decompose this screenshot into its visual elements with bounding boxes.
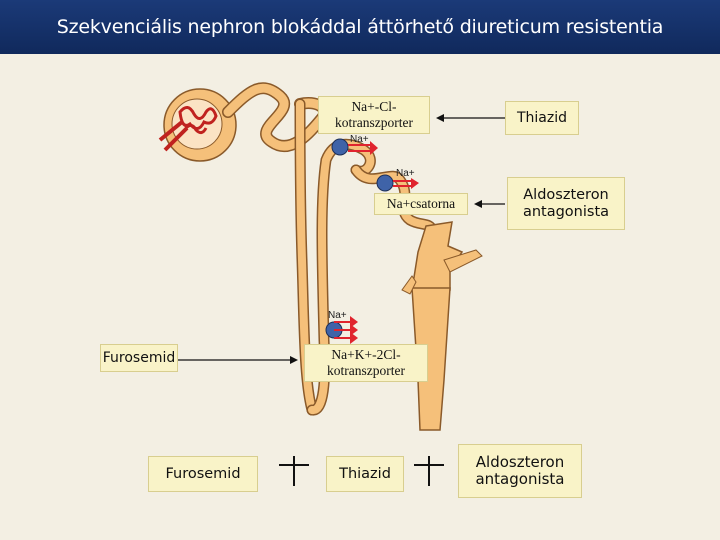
na-channel-transporter: Na+ [376,168,419,192]
title-text: Szekvenciális nephron blokáddal áttörhet… [56,16,664,38]
nacl-line2: kotranszporter [335,115,413,130]
furosemid-bottom-box: Furosemid [148,456,258,492]
aldosteron-bottom-line2: antagonista [475,470,565,488]
nkcc-cotransporter-box: Na+K+-2Cl- kotranszporter [304,344,428,382]
furosemid-bottom-label: Furosemid [165,465,241,482]
plus-icon-1 [279,456,309,486]
furosemid-left-box: Furosemid [100,344,178,372]
na-label-top: Na+ [350,134,369,145]
nkcc-transporter: Na+ [325,310,358,344]
aldosteron-bottom-line1: Aldoszteron [475,452,565,471]
nacl-line1: Na+-Cl- [351,99,397,115]
aldosteron-right-line1: Aldoszteron [523,186,609,203]
nacl-cotransporter-box: Na+-Cl- kotranszporter [318,96,430,134]
collecting-duct [411,221,464,291]
glomerulus [158,88,237,162]
aldosteron-right-line2: antagonista [522,203,610,220]
furosemid-left-label: Furosemid [102,349,176,366]
aldosteron-bottom-box: Aldoszteron antagonista [458,444,582,498]
nkcc-line1: Na+K+-2Cl- [331,347,401,363]
na-channel-box: Na+csatorna [374,193,468,215]
thiazid-bottom-label: Thiazid [339,465,391,482]
thiazid-top-box: Thiazid [505,101,579,135]
aldosteron-right-box: Aldoszteron antagonista [507,177,625,230]
na-channel-label: Na+csatorna [386,196,456,212]
arrows [178,114,505,364]
thiazid-bottom-box: Thiazid [326,456,404,492]
plus-icon-2 [414,456,444,486]
na-label-loop: Na+ [328,310,347,321]
na-label-mid: Na+ [396,168,415,179]
thiazid-top-label: Thiazid [516,109,568,126]
slide-title: Szekvenciális nephron blokáddal áttörhet… [0,0,720,54]
nkcc-line2: kotranszporter [327,363,405,378]
nacl-transporter: Na+ [331,134,378,156]
